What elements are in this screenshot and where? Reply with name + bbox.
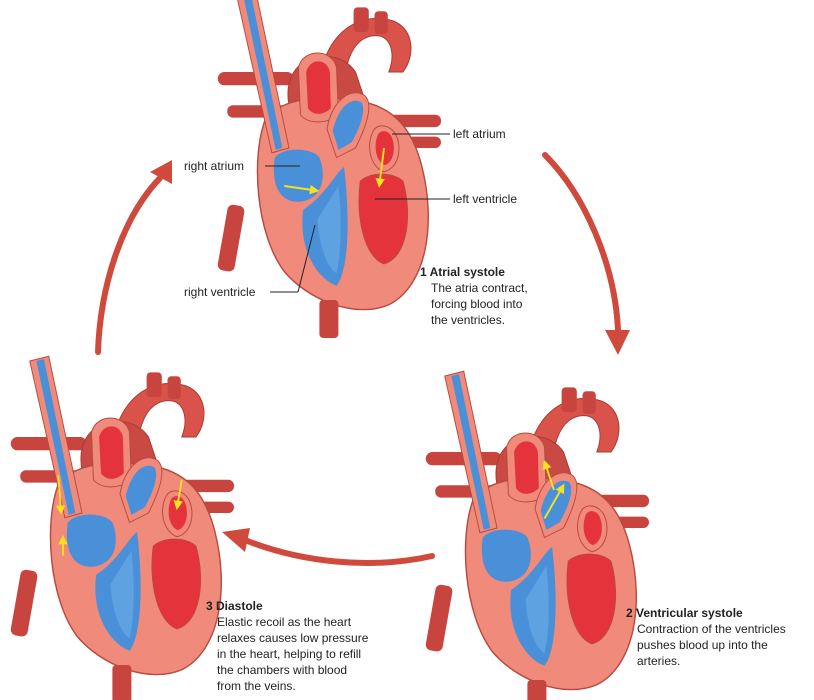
label-left-ventricle: left ventricle <box>453 192 518 206</box>
heart-atrial-systole <box>216 0 442 339</box>
caption-text: Contraction of the ventricles pushes blo… <box>637 622 786 668</box>
caption-heading: 3 Diastole <box>206 599 263 613</box>
cycle-arrowhead-3-to-1 <box>150 160 172 184</box>
label-right-atrium: right atrium <box>184 159 245 173</box>
cycle-arrow-3-to-1 <box>95 175 163 355</box>
label-right-ventricle: right ventricle <box>184 285 256 299</box>
heart-diastole <box>9 355 235 700</box>
caption-ventricular-systole: 2 Ventricular systole Contraction of the… <box>626 605 811 669</box>
heart-ventricular-systole <box>424 370 650 700</box>
caption-text: The atria contract, forcing blood into t… <box>431 281 528 327</box>
cycle-arrowhead-1-to-2 <box>605 330 630 355</box>
caption-diastole: 3 Diastole Elastic recoil as the heart r… <box>206 598 406 694</box>
cycle-arrowhead-2-to-3 <box>222 528 250 552</box>
caption-heading: 2 Ventricular systole <box>626 606 743 620</box>
caption-text: Elastic recoil as the heart relaxes caus… <box>217 615 369 693</box>
caption-atrial-systole: 1 Atrial systole The atria contract, for… <box>420 264 620 328</box>
cycle-arrows <box>95 152 630 566</box>
cycle-arrow-2-to-3 <box>242 537 435 566</box>
leader-lines <box>265 133 450 293</box>
cycle-arrow-1-to-2 <box>542 152 621 333</box>
label-left-atrium: left atrium <box>453 127 506 141</box>
caption-heading: 1 Atrial systole <box>420 265 505 279</box>
